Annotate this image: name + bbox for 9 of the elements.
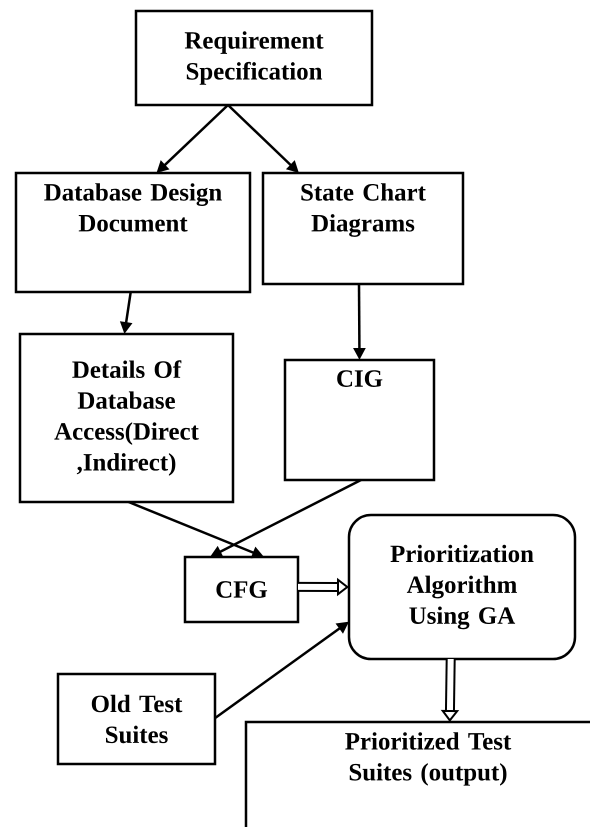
process-box: Old Test Suites	[56, 672, 216, 766]
process-box: CFG	[184, 556, 300, 624]
process-box: State Chart Diagrams	[262, 172, 464, 286]
process-box: Requirement Specification	[134, 10, 374, 106]
process-box: Database Design Document	[14, 172, 252, 294]
process-box: CIG	[284, 358, 436, 482]
process-box: Details Of Database Access(Direct ,Indirect)	[18, 332, 234, 504]
process-box: Prioritized Test Suites (output)	[244, 720, 590, 827]
process-box: Prioritization Algorithm Using GA	[348, 514, 576, 660]
